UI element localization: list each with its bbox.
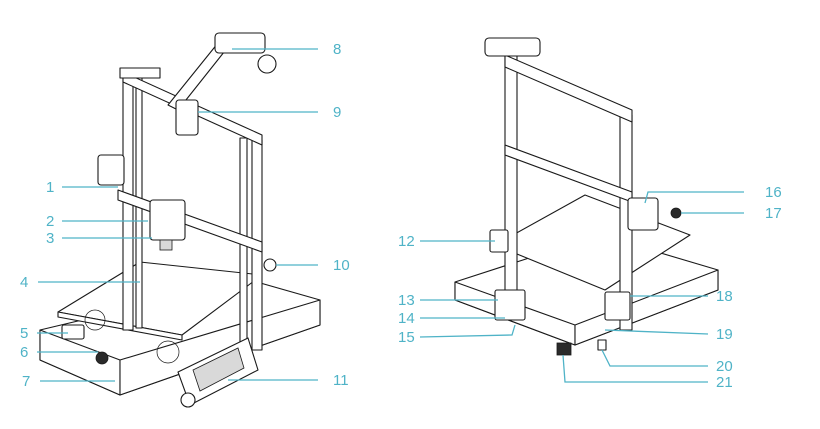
x-axis-beam-back <box>505 145 632 202</box>
print-head-assembly <box>150 200 185 240</box>
callout-21: 21 <box>716 374 733 391</box>
leader-15 <box>420 325 515 337</box>
callout-7: 7 <box>22 373 30 390</box>
callout-4: 4 <box>20 274 28 291</box>
spool-holder-end <box>258 55 276 73</box>
callout-12: 12 <box>398 233 415 250</box>
spool-holder-clamp <box>176 100 198 135</box>
callout-18: 18 <box>716 288 733 305</box>
printer-front-view <box>40 33 320 407</box>
extruder-knob <box>264 259 276 271</box>
frame-top-beam-back <box>505 55 632 122</box>
callout-5: 5 <box>20 325 28 342</box>
leader-19 <box>605 330 708 334</box>
z-motor <box>605 292 630 320</box>
callout-10: 10 <box>333 257 350 274</box>
callout-20: 20 <box>716 358 733 375</box>
callout-17: 17 <box>765 205 782 222</box>
callout-15: 15 <box>398 329 415 346</box>
z-bracket-left <box>98 155 124 185</box>
power-socket <box>557 343 571 355</box>
y-idler-housing <box>62 325 84 339</box>
callout-14: 14 <box>398 310 415 327</box>
spool-holder-tube <box>215 33 265 53</box>
callout-2: 2 <box>46 213 54 230</box>
x-motor-connector <box>671 208 681 218</box>
nozzle <box>160 240 172 250</box>
callout-3: 3 <box>46 230 54 247</box>
leader-16 <box>645 192 744 203</box>
spool-holder-back <box>485 38 540 56</box>
printer-back-view <box>455 38 718 355</box>
y-tension-knob <box>96 352 108 364</box>
callout-6: 6 <box>20 344 28 361</box>
callout-16: 16 <box>765 184 782 201</box>
frame-top-cap <box>120 68 160 78</box>
callout-11: 11 <box>333 372 349 389</box>
leader-21 <box>563 355 708 382</box>
control-knob <box>181 393 195 407</box>
y-motor <box>495 290 525 320</box>
x-motor <box>628 198 658 230</box>
callout-8: 8 <box>333 41 341 58</box>
leader-20 <box>602 350 708 366</box>
callout-13: 13 <box>398 292 415 309</box>
callout-9: 9 <box>333 104 341 121</box>
frame-left-upright-back <box>505 55 517 295</box>
callout-1: 1 <box>46 179 54 196</box>
power-switch <box>598 340 606 350</box>
callout-19: 19 <box>716 326 733 343</box>
